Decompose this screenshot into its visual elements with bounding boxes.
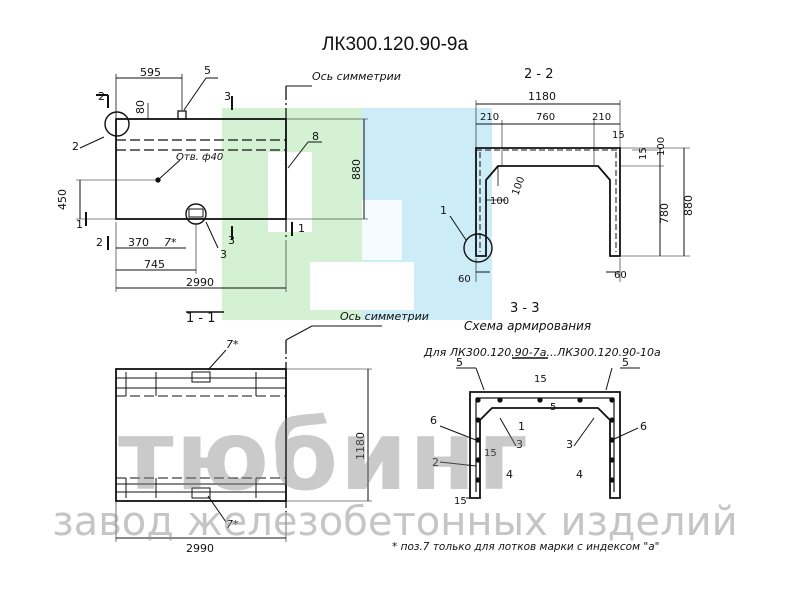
callout-7-front: 7*: [164, 236, 177, 249]
callout-7-top: 7*: [226, 338, 239, 351]
section-2-2-view: [449, 100, 690, 282]
section-mark-1-right: 1: [298, 222, 305, 235]
hole-label: Отв. ф40: [176, 152, 223, 163]
callout-3-front: 3: [220, 248, 227, 261]
dim-450: 450: [56, 189, 69, 210]
section-1-1-heading: 1 - 1: [186, 311, 216, 326]
callout-5-left: 5: [456, 356, 463, 369]
dim-15-top: 15: [612, 130, 625, 141]
callout-1-mid: 1: [518, 420, 525, 433]
callout-7-bottom: 7*: [226, 518, 239, 531]
section-mark-3-top: 3: [224, 90, 231, 103]
callout-1-section: 1: [440, 204, 447, 217]
callout-15-bottom: 15: [454, 496, 467, 507]
callout-8: 8: [312, 130, 319, 143]
callout-4-left: 4: [506, 468, 513, 481]
callout-5-right: 5: [622, 356, 629, 369]
callout-6-left: 6: [430, 414, 437, 427]
dim-100-right: 100: [656, 137, 667, 156]
dim-595: 595: [140, 66, 161, 79]
dim-210-left: 210: [480, 112, 499, 123]
callout-4-right: 4: [576, 468, 583, 481]
drawing-title: ЛК300.120.90-9а: [321, 34, 469, 55]
dim-15-right: 15: [638, 147, 649, 160]
section-mark-2-bottom: 2: [96, 236, 103, 249]
callout-3-left: 3: [516, 438, 523, 451]
dim-880-side: 880: [682, 195, 695, 216]
dim-60-right: 60: [614, 270, 627, 281]
watermark-subtitle: завод железобетонных изделий: [52, 499, 738, 545]
callout-15-mid: 15: [484, 448, 497, 459]
applies-to-label: Для ЛК300.120.90-7а...ЛК300.120.90-10а: [423, 346, 661, 359]
dim-100-inner: 100: [490, 196, 509, 207]
callout-6-right: 6: [640, 420, 647, 433]
section-3-3-view: [439, 357, 640, 499]
dim-760: 760: [536, 112, 555, 123]
dim-2990-bottom: 2990: [186, 542, 214, 555]
reinforcement-scheme-label: Схема армирования: [464, 319, 591, 333]
callout-2-detail: 2: [72, 140, 79, 153]
dim-210-right: 210: [592, 112, 611, 123]
section-1-1-view: [115, 311, 382, 542]
callout-3-right: 3: [566, 438, 573, 451]
dim-745: 745: [144, 258, 165, 271]
callout-2-section: 2: [432, 456, 439, 469]
axis-label-section: Ось симметрии: [340, 310, 429, 323]
dim-100-slope: 100: [510, 175, 527, 197]
callout-5-mid: 5: [550, 402, 556, 413]
dim-880-front: 880: [350, 159, 363, 180]
section-3-3-heading: 3 - 3: [510, 301, 540, 316]
callout-15-top: 15: [534, 374, 547, 385]
section-mark-2-top: 2: [98, 90, 105, 103]
section-2-2-heading: 2 - 2: [524, 67, 554, 82]
callout-5: 5: [204, 64, 211, 77]
section-mark-3-bottom: 3: [228, 234, 235, 247]
dim-1180-top: 1180: [528, 90, 556, 103]
front-view: [76, 74, 368, 292]
section-mark-1-left: 1: [76, 218, 83, 231]
watermark-brand: тюбинг: [118, 400, 530, 512]
dim-1180-side: 1180: [354, 432, 367, 460]
dim-2990-front: 2990: [186, 276, 214, 289]
dim-60-left: 60: [458, 274, 471, 285]
dim-780: 780: [658, 203, 671, 224]
axis-label-front: Ось симметрии: [312, 70, 401, 83]
dim-80: 80: [134, 100, 147, 114]
dim-370: 370: [128, 236, 149, 249]
